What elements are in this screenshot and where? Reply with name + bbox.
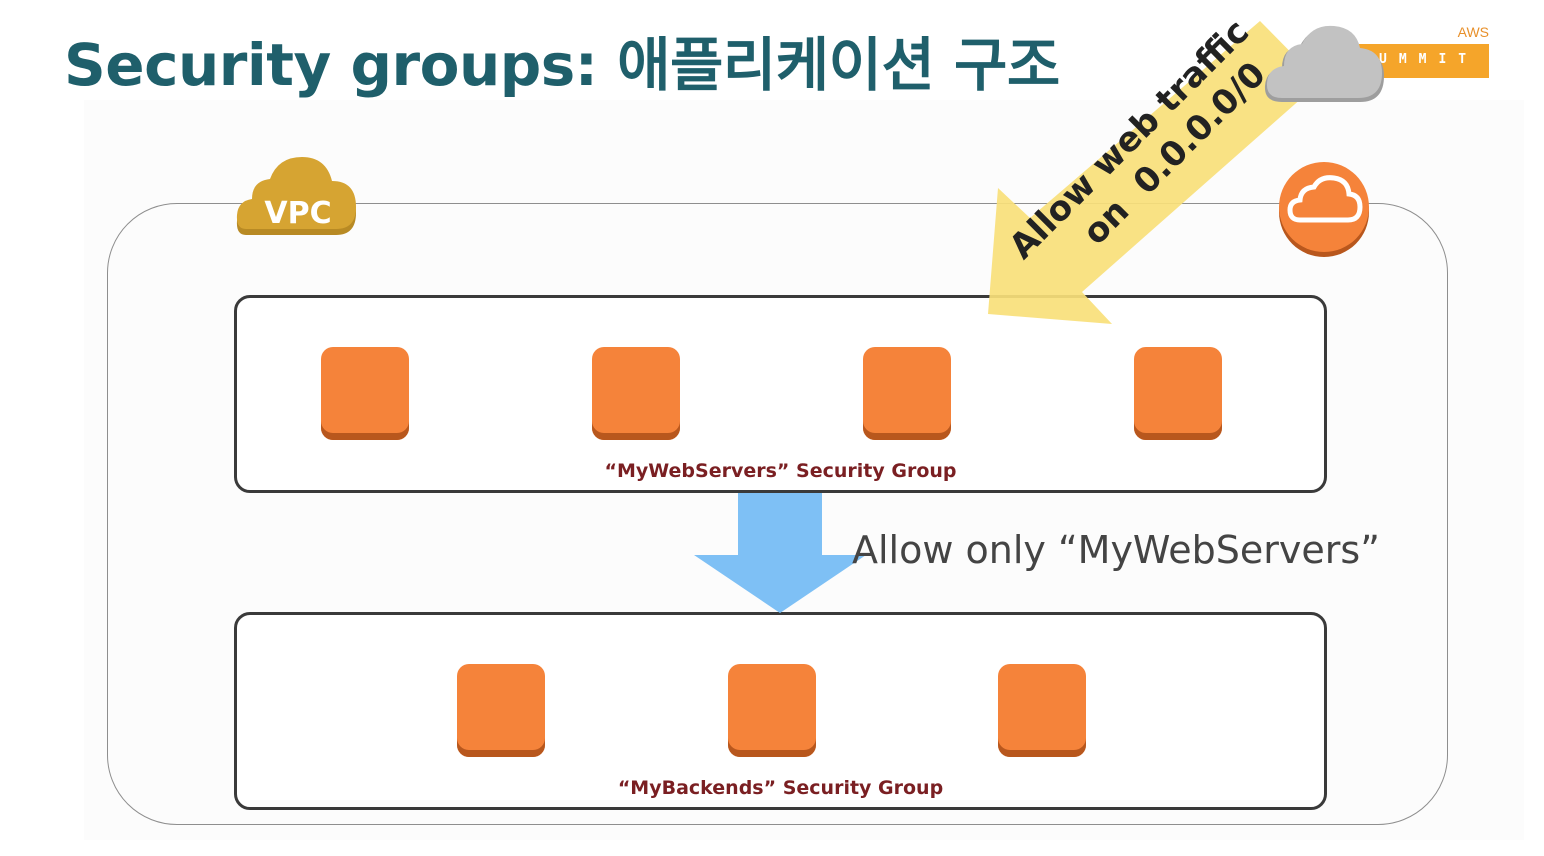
allow-only-label: Allow only “MyWebServers”	[852, 528, 1380, 572]
backend-security-group: “MyBackends” Security Group	[234, 612, 1327, 810]
backend-instance	[457, 664, 545, 757]
web-server-instance	[592, 347, 680, 440]
page-title: Security groups: 애플리케이션 구조	[64, 31, 1060, 99]
backend-instance	[728, 664, 816, 757]
summit-logo-text: UMMIT	[1379, 52, 1479, 67]
internet-cloud-icon	[1264, 25, 1384, 102]
vpc-label: VPC	[264, 196, 331, 231]
web-server-instance	[1134, 347, 1222, 440]
allow-flow-arrow	[694, 493, 866, 613]
vpc-cloud-icon: VPC	[236, 157, 356, 235]
web-security-group-label: “MyWebServers” Security Group	[604, 460, 957, 482]
aws-logo-text: AWS	[1457, 24, 1489, 40]
internet-gateway-icon	[1279, 162, 1369, 257]
web-server-instance	[321, 347, 409, 440]
web-server-instance	[863, 347, 951, 440]
backend-instance	[998, 664, 1086, 757]
backend-security-group-label: “MyBackends” Security Group	[617, 777, 944, 799]
